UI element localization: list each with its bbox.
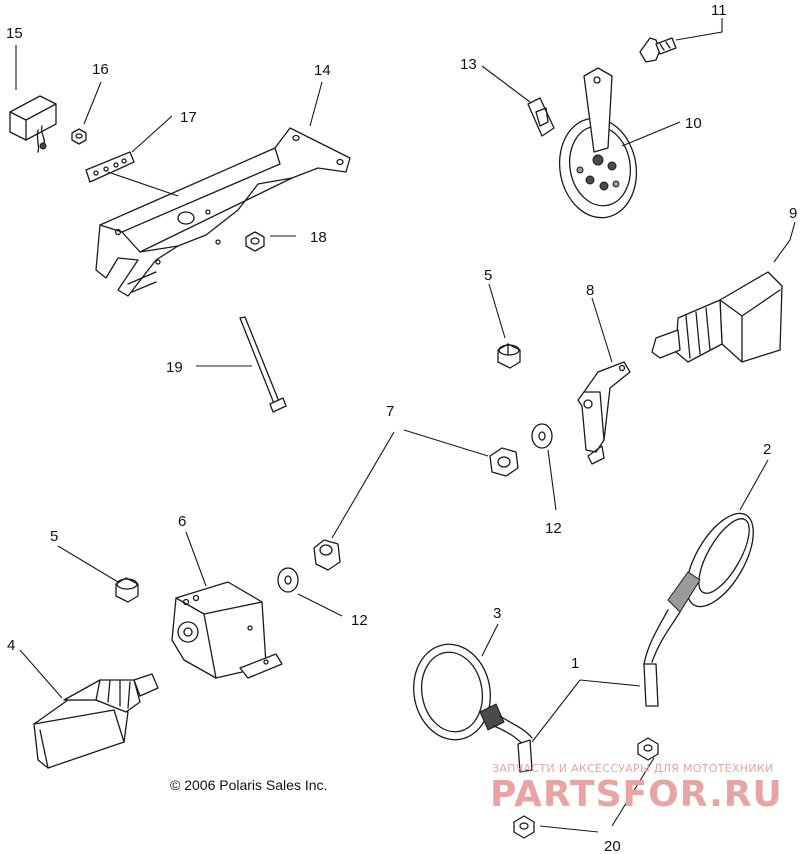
callout-12-lower: 12 bbox=[351, 612, 368, 629]
callout-2: 2 bbox=[763, 441, 771, 458]
part-13-clip bbox=[527, 97, 555, 137]
watermark: ЗАПЧАСТИ И АКСЕССУАРЫ ДЛЯ МОТОТЕХНИКИ PA… bbox=[490, 762, 783, 815]
part-12-washer-lower bbox=[277, 567, 299, 593]
callout-5-upper: 5 bbox=[484, 267, 492, 284]
part-10-horn bbox=[558, 67, 638, 219]
callout-15: 15 bbox=[6, 25, 23, 42]
part-2-mirror-right bbox=[643, 512, 754, 707]
callout-5-lower: 5 bbox=[50, 528, 58, 545]
callout-9: 9 bbox=[789, 205, 797, 222]
part-14-bracket bbox=[95, 127, 351, 297]
part-5-screw-upper bbox=[497, 343, 521, 369]
part-6-housing bbox=[171, 581, 283, 679]
callout-18: 18 bbox=[310, 229, 327, 246]
part-15-connector bbox=[9, 95, 57, 153]
part-7-nut-lower bbox=[313, 539, 341, 571]
part-8-bracket bbox=[577, 361, 631, 465]
callout-20: 20 bbox=[604, 838, 621, 854]
callout-17: 17 bbox=[180, 109, 197, 126]
part-17-plate bbox=[85, 151, 135, 183]
callout-7: 7 bbox=[386, 403, 394, 420]
part-3-mirror-left bbox=[413, 643, 533, 773]
callout-10: 10 bbox=[685, 115, 702, 132]
part-12-washer-upper bbox=[531, 423, 553, 449]
callout-13: 13 bbox=[460, 56, 477, 73]
callout-3: 3 bbox=[493, 605, 501, 622]
callout-16: 16 bbox=[92, 61, 109, 78]
callout-4: 4 bbox=[7, 637, 15, 654]
part-9-turn-signal bbox=[651, 271, 783, 363]
part-5-screw-lower bbox=[115, 577, 139, 603]
part-20-nut-upper bbox=[637, 737, 659, 761]
callout-14: 14 bbox=[314, 62, 331, 79]
callout-6: 6 bbox=[178, 513, 186, 530]
callout-12-upper: 12 bbox=[545, 520, 562, 537]
watermark-tagline: ЗАПЧАСТИ И АКСЕССУАРЫ ДЛЯ МОТОТЕХНИКИ bbox=[492, 762, 774, 775]
callout-19: 19 bbox=[166, 359, 183, 376]
callout-1: 1 bbox=[571, 655, 579, 672]
part-11-bolt bbox=[639, 37, 677, 63]
part-16-nut bbox=[71, 128, 87, 145]
watermark-brand: PARTSFOR.RU bbox=[490, 774, 783, 815]
part-4-turn-signal bbox=[33, 673, 159, 769]
copyright-notice: © 2006 Polaris Sales Inc. bbox=[170, 777, 327, 793]
callouts: 1 2 3 4 5 5 6 7 8 9 10 11 12 12 13 14 15… bbox=[6, 2, 797, 854]
part-7-nut-upper bbox=[489, 447, 519, 477]
leader-lines bbox=[15, 18, 796, 833]
callout-11: 11 bbox=[711, 2, 727, 19]
part-19-rod bbox=[239, 316, 287, 413]
part-20-nut-lower bbox=[513, 815, 535, 839]
callout-8: 8 bbox=[586, 282, 594, 299]
part-18-nut bbox=[245, 231, 265, 252]
